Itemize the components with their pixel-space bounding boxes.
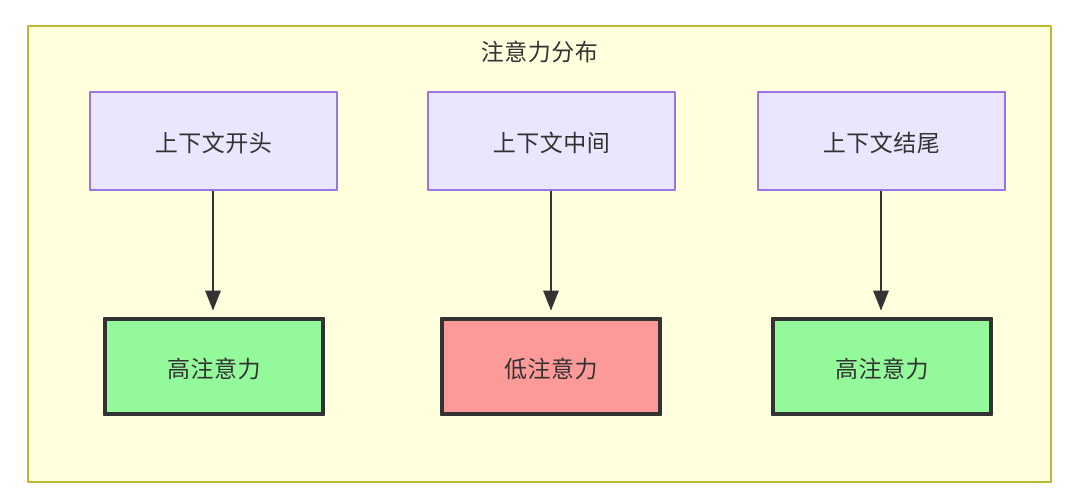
node-label: 上下文结尾 xyxy=(822,130,941,156)
node-attention-middle[interactable]: 低注意力 xyxy=(440,317,662,416)
node-label: 高注意力 xyxy=(835,355,929,382)
node-context-start[interactable]: 上下文开头 xyxy=(89,91,338,191)
node-attention-end[interactable]: 高注意力 xyxy=(771,317,993,416)
node-label: 低注意力 xyxy=(504,355,598,382)
node-label: 高注意力 xyxy=(167,355,261,382)
diagram-title: 注意力分布 xyxy=(480,39,599,65)
node-label: 上下文中间 xyxy=(492,130,611,156)
node-context-middle[interactable]: 上下文中间 xyxy=(427,91,676,191)
node-label: 上下文开头 xyxy=(154,130,273,156)
node-context-end[interactable]: 上下文结尾 xyxy=(757,91,1006,191)
node-attention-start[interactable]: 高注意力 xyxy=(103,317,325,416)
